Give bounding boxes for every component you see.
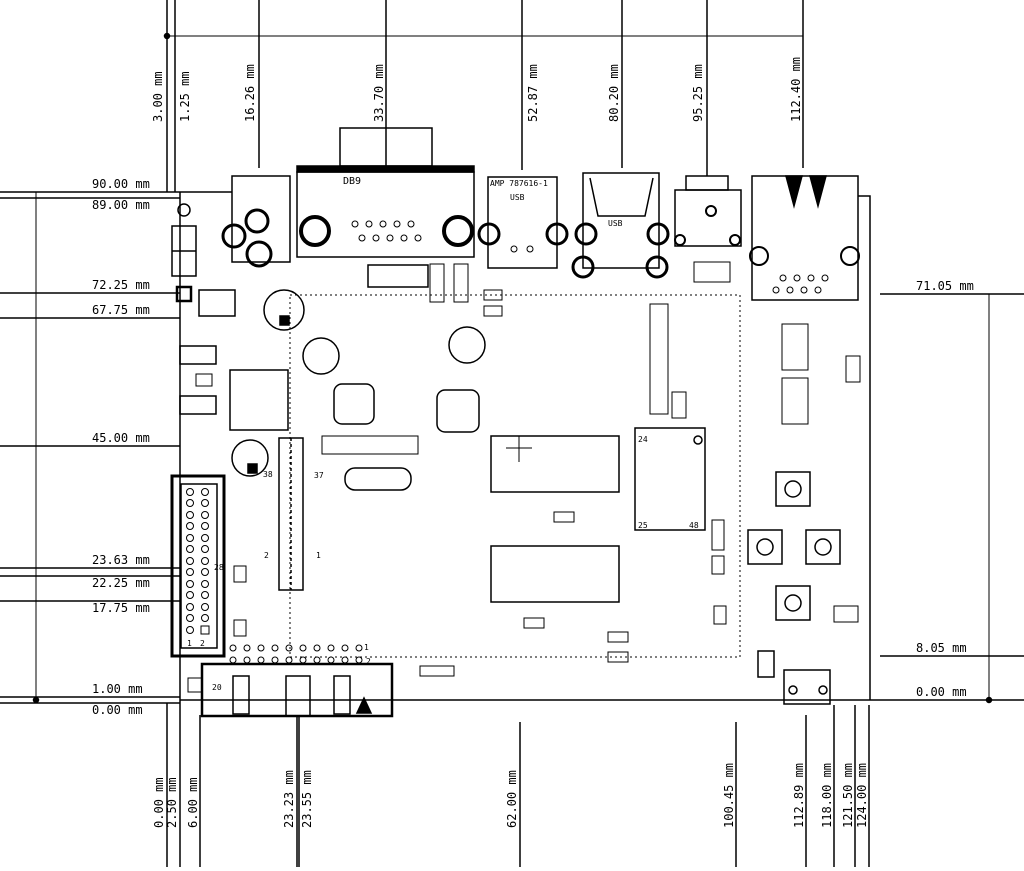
dim-bot-23-23mm: 23.23 mm: [282, 770, 296, 828]
side-header-pin-2: 2: [264, 551, 269, 560]
top-dimension-lines: [163, 0, 804, 192]
db9-label: DB9: [343, 176, 361, 187]
ics: [344, 264, 620, 603]
left-pin-header: [170, 474, 226, 658]
power-section: [171, 203, 486, 477]
dim-left-17-75mm: 17.75 mm: [92, 601, 150, 615]
dim-left-0mm: 0.00 mm: [92, 703, 143, 717]
left-header-pin-2: 2: [200, 639, 205, 648]
bottom-pin-header: [200, 644, 394, 718]
left-dimension-labels: 90.00 mm 89.00 mm 72.25 mm 67.75 mm 45.0…: [92, 177, 150, 717]
dim-top-95-25mm: 95.25 mm: [691, 64, 705, 122]
dim-bot-124mm: 124.00 mm: [855, 763, 869, 828]
dim-left-1mm: 1.00 mm: [92, 682, 143, 696]
dim-bot-6mm: 6.00 mm: [186, 777, 200, 828]
dim-top-112-40mm: 112.40 mm: [789, 57, 803, 122]
dim-bot-121-5mm: 121.50 mm: [841, 763, 855, 828]
dim-left-72-25mm: 72.25 mm: [92, 278, 150, 292]
dim-right-8-05mm: 8.05 mm: [916, 641, 967, 655]
dim-bot-23-55mm: 23.55 mm: [300, 770, 314, 828]
dim-left-45mm: 45.00 mm: [92, 431, 150, 445]
left-dimension-lines: [0, 191, 180, 704]
dim-top-80-20mm: 80.20 mm: [607, 64, 621, 122]
dim-bot-100-45mm: 100.45 mm: [722, 763, 736, 828]
small-components: [187, 261, 861, 693]
dim-left-90mm: 90.00 mm: [92, 177, 150, 191]
dim-right-0mm: 0.00 mm: [916, 685, 967, 699]
right-dimension-labels: 71.05 mm 8.05 mm 0.00 mm: [916, 279, 974, 699]
dim-bot-62mm: 62.00 mm: [505, 770, 519, 828]
chip-pin-25: 25: [638, 521, 648, 530]
bottom-header-pin-1: 1: [364, 643, 369, 652]
dim-left-67-75mm: 67.75 mm: [92, 303, 150, 317]
left-header-pin-1: 1: [187, 639, 192, 648]
dim-top-1-25mm: 1.25 mm: [178, 71, 192, 122]
dim-bot-2-5mm: 2.50 mm: [165, 777, 179, 828]
audio-jack: [674, 175, 742, 247]
side-header-pin-37: 37: [314, 471, 324, 480]
bottom-dimension-labels: 0.00 mm 2.50 mm 6.00 mm 23.23 mm 23.55 m…: [152, 763, 869, 828]
push-buttons: [747, 471, 841, 705]
dim-left-22-25mm: 22.25 mm: [92, 576, 150, 590]
usb-label-1: USB: [510, 193, 525, 202]
amp-label: AMP 787616-1: [490, 179, 548, 188]
usb-connector-2: [571, 172, 670, 279]
top-dimension-labels: 3.00 mm 1.25 mm 16.26 mm 33.70 mm 52.87 …: [151, 57, 803, 122]
buzzer-label: 38: [263, 470, 273, 479]
left-header-pin-28: 28: [214, 563, 224, 572]
bottom-dimension-lines: [166, 700, 870, 867]
microcontroller: [634, 427, 706, 531]
side-header-pin-1: 1: [316, 551, 321, 560]
dim-top-16-26mm: 16.26 mm: [243, 64, 257, 122]
db9-connector: [296, 127, 475, 258]
chip-pin-48: 48: [689, 521, 699, 530]
dim-bot-0mm: 0.00 mm: [152, 777, 166, 828]
chip-pin-24: 24: [638, 435, 648, 444]
ethernet-jack: [749, 175, 860, 301]
dim-right-71-05mm: 71.05 mm: [916, 279, 974, 293]
usb-connector-1: [477, 176, 569, 269]
dim-bot-118mm: 118.00 mm: [820, 763, 834, 828]
dim-left-89mm: 89.00 mm: [92, 198, 150, 212]
dim-left-23-63mm: 23.63 mm: [92, 553, 150, 567]
usb-label-2: USB: [608, 219, 623, 228]
bottom-header-pin-2: 2: [366, 657, 371, 666]
right-dimension-lines: [870, 293, 1024, 704]
dim-top-33-70mm: 33.70 mm: [372, 64, 386, 122]
bottom-header-pin-20: 20: [212, 683, 222, 692]
power-jack: [221, 175, 291, 268]
dim-bot-112-89mm: 112.89 mm: [792, 763, 806, 828]
side-pin-header: [278, 437, 304, 591]
dim-top-52-87mm: 52.87 mm: [526, 64, 540, 122]
dim-top-3mm: 3.00 mm: [151, 71, 165, 122]
